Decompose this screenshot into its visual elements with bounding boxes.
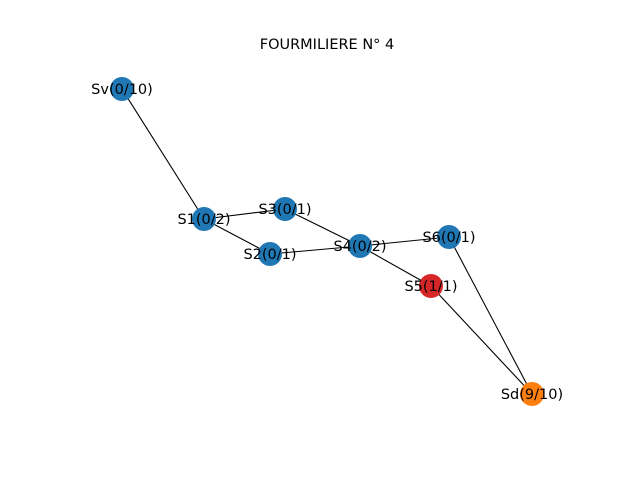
graph-title: FOURMILIERE N° 4: [260, 37, 395, 53]
edge-s4-s6: [359, 236, 450, 247]
node-s6: [437, 225, 461, 249]
node-label-s6: S6(0/1): [422, 230, 475, 246]
node-label-sd: Sd(9/10): [501, 387, 563, 403]
edges-group: [121, 88, 533, 395]
node-s2: [258, 242, 282, 266]
edge-s5-sd: [430, 285, 533, 395]
node-label-sv: Sv(0/10): [91, 82, 153, 98]
node-label-s1: S1(0/2): [177, 212, 230, 228]
nodes-group: Sv(0/10) S1(0/2) S3(0/1) S2(0/1) S4(0/2) S6(0…: [91, 77, 563, 406]
node-s4: [348, 234, 372, 258]
node-label-s3: S3(0/1): [258, 202, 311, 218]
node-s5: [419, 274, 443, 298]
edge-sv-s1: [121, 88, 205, 220]
edge-s1-s2: [203, 218, 271, 255]
node-label-s4: S4(0/2): [333, 239, 386, 255]
node-s1: [192, 207, 216, 231]
node-label-s5: S5(1/1): [404, 279, 457, 295]
edge-s1-s3: [203, 208, 286, 220]
node-sd: [520, 382, 544, 406]
edge-s6-sd: [448, 236, 533, 395]
edge-s2-s4: [269, 245, 361, 255]
node-sv: [110, 77, 134, 101]
node-s3: [273, 197, 297, 221]
node-label-s2: S2(0/1): [243, 247, 296, 263]
edge-s3-s4: [284, 208, 361, 247]
edge-s4-s5: [359, 245, 432, 287]
